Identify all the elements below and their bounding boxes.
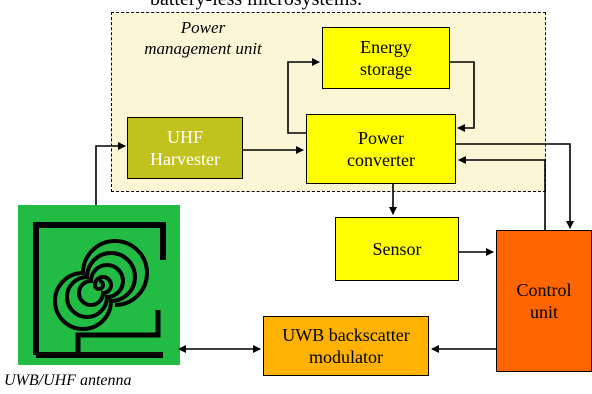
sensor-label: Sensor [372,239,422,259]
control-unit-label: Control unit [516,280,572,322]
converter-to-storage-wire [287,58,320,134]
spiral-antenna-icon [18,205,180,365]
power-converter-label: Power converter [347,128,415,170]
antenna-to-harvester-wire [95,142,126,205]
antenna-caption: UWB/UHF antenna [4,372,132,389]
power-converter-block: Power converter [306,114,456,184]
cut-off-text: battery-less microsystems. [150,0,362,11]
control-to-converter-wire [458,156,546,230]
converter-to-control-wire [456,143,574,229]
uhf-harvester-block: UHF Harvester [127,117,243,179]
energy-storage-block: Energy storage [322,27,450,89]
storage-to-converter-wire [450,61,475,132]
control-unit-block: Control unit [496,230,592,372]
energy-storage-label: Energy storage [360,37,412,79]
sensor-block: Sensor [335,217,459,281]
uwb-modulator-label: UWB backscatter modulator [282,325,410,367]
uhf-harvester-label: UHF Harvester [150,127,220,169]
uwb-backscatter-modulator-block: UWB backscatter modulator [263,316,429,376]
power-management-unit-title: Power management unit [144,18,262,58]
